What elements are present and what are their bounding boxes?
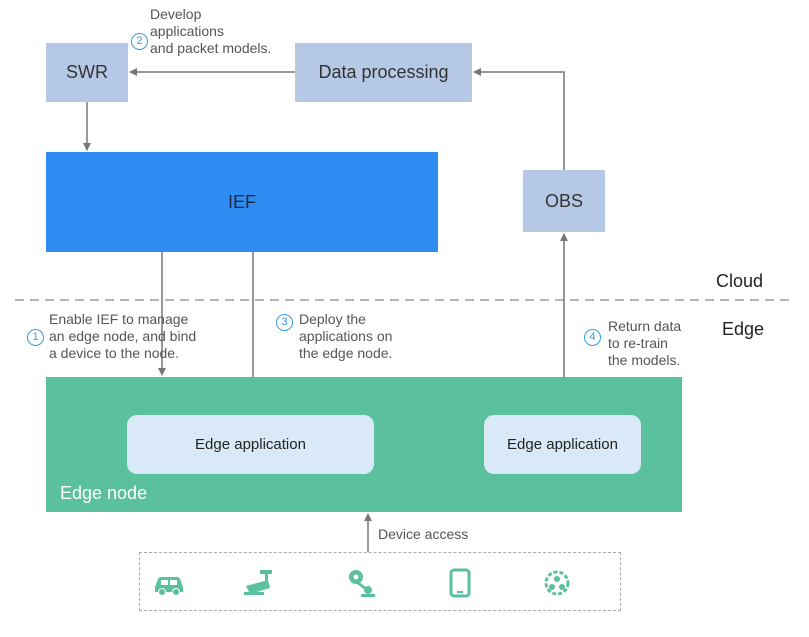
tablet-icon	[449, 568, 471, 598]
edge-application-label-2: Edge application	[507, 436, 618, 453]
arrow-obs-to-dataprocessing	[473, 68, 565, 170]
edge-application-box-1: Edge application	[127, 415, 374, 474]
step-3-number: 3	[276, 314, 293, 331]
edge-node-label: Edge node	[60, 483, 148, 503]
step-1-number: 1	[27, 329, 44, 346]
ief-box: IEF	[46, 152, 438, 252]
data-processing-label: Data processing	[318, 62, 449, 82]
step-3-text: Deploy the applications on the edge node…	[299, 311, 393, 361]
obs-box: OBS	[523, 170, 605, 232]
ief-label: IEF	[227, 191, 256, 212]
obs-label: OBS	[544, 190, 583, 211]
edge-zone-label: Edge	[722, 319, 765, 339]
sensor-hub-icon	[544, 570, 570, 596]
step-1-text: Enable IEF to manage an edge node, and b…	[49, 311, 197, 361]
edge-application-label-1: Edge application	[195, 436, 306, 453]
device-strip	[139, 552, 621, 611]
step-2-number: 2	[131, 33, 148, 50]
device-access-label: Device access	[378, 526, 469, 542]
edge-application-box-2: Edge application	[484, 415, 641, 474]
swr-label: SWR	[66, 62, 108, 82]
car-icon	[155, 577, 183, 596]
step-4-number: 4	[584, 329, 601, 346]
camera-icon	[244, 570, 272, 595]
step-2-text: Develop applications and packet models.	[150, 6, 272, 56]
cloud-zone-label: Cloud	[716, 271, 764, 291]
swr-box: SWR	[46, 43, 128, 102]
robot-arm-icon	[349, 570, 375, 597]
data-processing-box: Data processing	[295, 43, 472, 102]
step-4-text: Return data to re-train the models.	[608, 318, 682, 368]
